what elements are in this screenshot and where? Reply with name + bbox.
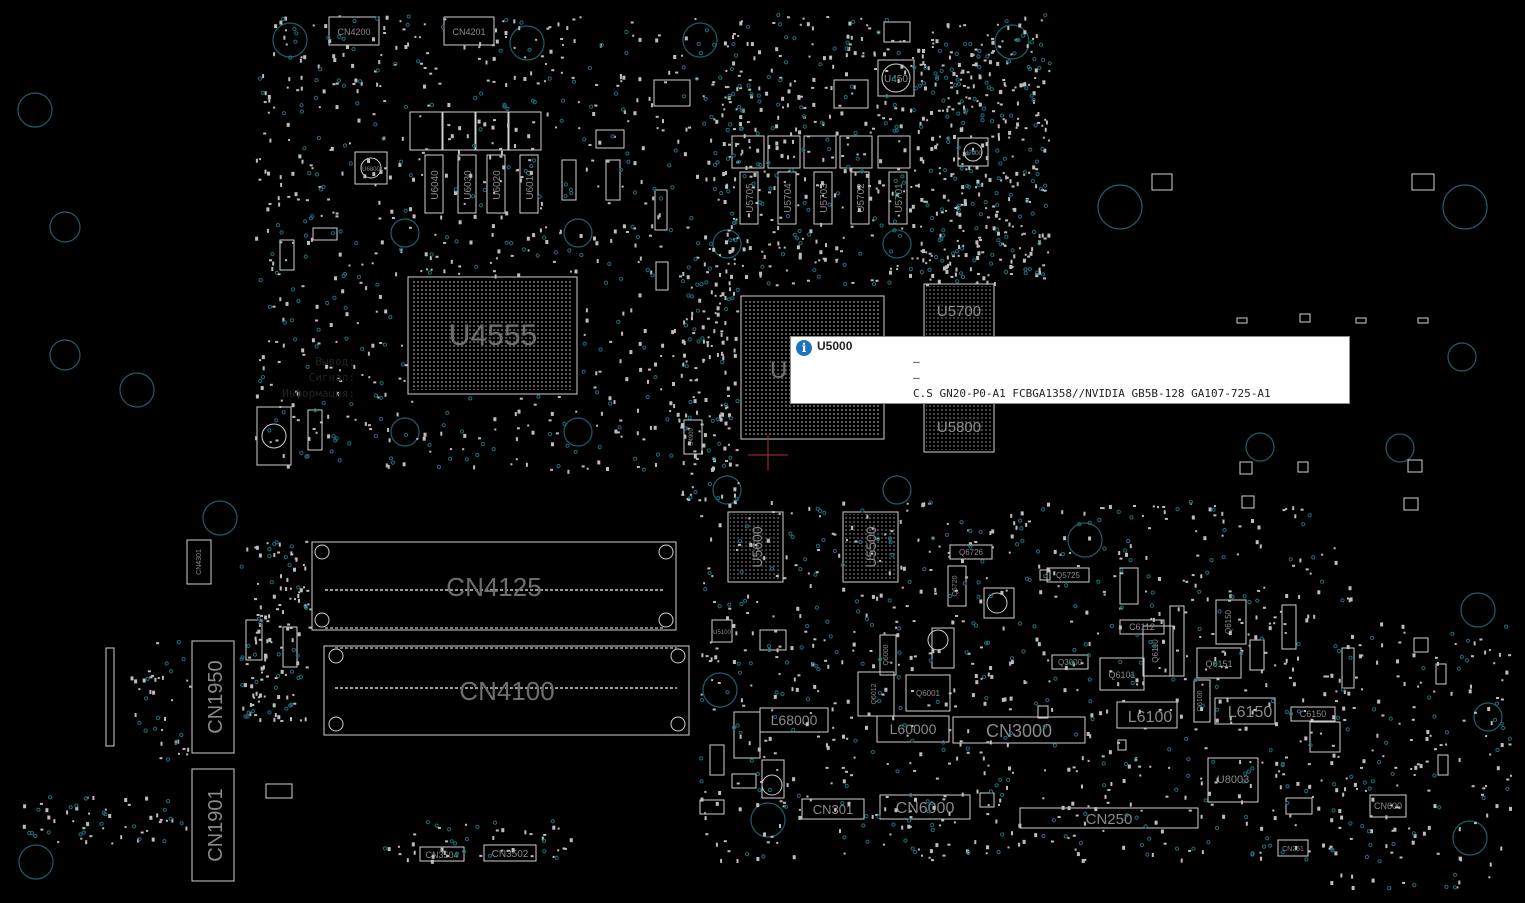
svg-text:Q6720: Q6720 xyxy=(952,575,959,596)
svg-text:Q6000: Q6000 xyxy=(883,644,890,665)
connector-cn6000[interactable]: CN6000 xyxy=(879,794,971,820)
tooltip-key-info: Информация: xyxy=(282,387,355,400)
svg-text:CN1901: CN1901 xyxy=(205,788,227,861)
svg-text:Q6101: Q6101 xyxy=(1108,670,1135,680)
ic-u7000[interactable]: U7000 xyxy=(957,137,989,167)
svg-text:Q6726: Q6726 xyxy=(959,548,984,557)
pads-layer xyxy=(22,15,1512,890)
svg-text:U6800: U6800 xyxy=(362,167,380,173)
component-info-tooltip: i U5000 Вывод: — Сигнал: — Информация: C… xyxy=(282,336,1350,404)
mosfet-row-upper-left: U6040 U6030 U6020 U6010 xyxy=(409,111,542,214)
svg-text:CN3000: CN3000 xyxy=(986,721,1052,741)
svg-text:U5100: U5100 xyxy=(713,630,731,636)
connector-cn1950[interactable]: CN1950 xyxy=(191,640,235,754)
svg-text:Q6001: Q6001 xyxy=(916,689,941,698)
svg-text:U450: U450 xyxy=(884,74,908,85)
vram-u5600[interactable]: U5600 xyxy=(727,511,784,583)
svg-text:Q6100: Q6100 xyxy=(1197,690,1204,711)
svg-text:C6112: C6112 xyxy=(1129,622,1155,632)
svg-text:CN3504: CN3504 xyxy=(425,850,458,860)
connector-cn250[interactable]: CN250 xyxy=(1019,807,1199,829)
svg-text:CN4301: CN4301 xyxy=(196,549,203,575)
svg-text:CN251: CN251 xyxy=(1282,846,1304,853)
cpu-label: U4555 xyxy=(449,319,537,352)
ic-u450[interactable]: U450 xyxy=(877,59,915,97)
svg-text:U5703: U5703 xyxy=(819,183,830,213)
tooltip-value-info: C.S GN20-P0-A1 FCBGA1358//NVIDIA GB5B-12… xyxy=(913,387,1271,400)
connector-cn3000[interactable]: CN3000 xyxy=(952,716,1086,744)
inductor-l6100[interactable]: L6100 xyxy=(1116,701,1178,729)
svg-text:U6020: U6020 xyxy=(492,170,503,200)
svg-text:CN4125: CN4125 xyxy=(446,572,541,602)
svg-text:U6040: U6040 xyxy=(430,170,441,200)
svg-text:Q6150: Q6150 xyxy=(1224,609,1233,634)
tooltip-key-pin: Вывод: xyxy=(315,355,355,368)
vias-layer xyxy=(27,13,1512,891)
connector-cn1901[interactable]: CN1901 xyxy=(191,768,235,882)
tooltip-title: U5000 xyxy=(817,339,853,353)
svg-text:CN301: CN301 xyxy=(813,802,853,817)
tooltip-key-signal: Сигнал: xyxy=(308,371,355,384)
svg-text:U5705: U5705 xyxy=(745,183,756,213)
svg-text:Q6012: Q6012 xyxy=(871,683,878,704)
svg-text:CN4100: CN4100 xyxy=(459,676,554,706)
tooltip-value-signal: — xyxy=(913,371,920,384)
connector-cn4125[interactable]: CN4125 xyxy=(311,541,677,631)
svg-text:U5600: U5600 xyxy=(749,526,765,567)
svg-text:Q6151: Q6151 xyxy=(1205,659,1232,669)
inductor-l6150[interactable]: L6150 xyxy=(1214,697,1276,725)
connector-cn4200[interactable]: CN4200 xyxy=(328,16,380,46)
connector-cn301[interactable]: CN301 xyxy=(801,798,865,820)
svg-text:U5500: U5500 xyxy=(863,526,879,567)
svg-text:U4900: U4900 xyxy=(689,428,695,446)
small-parts-labeled: Q6151 Q6101 Q6110 Q6150 Q6100 Q3000 Q572… xyxy=(683,419,1336,857)
svg-text:U5704: U5704 xyxy=(783,183,794,213)
connector-cn4100[interactable]: CN4100 xyxy=(323,645,690,736)
svg-text:L6100: L6100 xyxy=(1128,709,1173,726)
svg-text:U6030: U6030 xyxy=(463,170,474,200)
connector-cn600[interactable]: CN600 xyxy=(1369,794,1407,818)
svg-text:Q6110: Q6110 xyxy=(1151,639,1160,663)
svg-text:CN250: CN250 xyxy=(1086,811,1133,828)
svg-text:L68000: L68000 xyxy=(771,712,818,728)
svg-text:U8003: U8003 xyxy=(1217,774,1249,786)
svg-text:CN1950: CN1950 xyxy=(205,660,227,733)
misc-components xyxy=(105,21,1449,815)
svg-text:L60000: L60000 xyxy=(890,721,937,737)
svg-text:U6010: U6010 xyxy=(525,170,536,200)
info-icon: i xyxy=(796,340,812,356)
svg-text:CN6000: CN6000 xyxy=(896,800,955,817)
svg-text:Q5725: Q5725 xyxy=(1056,571,1081,580)
connector-cn4301[interactable]: CN4301 xyxy=(186,539,212,585)
svg-text:CN4201: CN4201 xyxy=(452,27,485,37)
svg-text:U5700: U5700 xyxy=(937,303,981,320)
svg-text:U5800: U5800 xyxy=(937,419,981,436)
vram-u5500[interactable]: U5500 xyxy=(842,511,899,583)
gpu-label-partial: U xyxy=(770,357,787,384)
svg-text:L6150: L6150 xyxy=(1228,704,1273,721)
cpu-u4555[interactable]: U4555 xyxy=(407,276,578,395)
connector-cn3504[interactable]: CN3504 xyxy=(419,846,465,862)
svg-text:CN600: CN600 xyxy=(1374,801,1402,811)
svg-text:U5701: U5701 xyxy=(894,183,905,213)
mounting-holes xyxy=(17,22,1503,880)
connector-cn3502[interactable]: CN3502 xyxy=(483,844,537,862)
ic-u8003[interactable]: U8003 xyxy=(1207,757,1259,803)
ic-u6800[interactable]: U6800 xyxy=(354,151,388,185)
svg-text:U5702: U5702 xyxy=(856,183,867,213)
svg-text:C6150: C6150 xyxy=(1300,709,1327,719)
tooltip-value-pin: — xyxy=(913,355,920,368)
mosfet-row-upper-right: U5705 U5704 U5703 U5702 U5701 xyxy=(731,135,911,225)
inductor-l60000[interactable]: L60000 xyxy=(876,715,950,743)
svg-text:CN3502: CN3502 xyxy=(492,849,529,860)
connector-cn4201[interactable]: CN4201 xyxy=(443,16,495,46)
svg-text:CN4200: CN4200 xyxy=(337,27,370,37)
